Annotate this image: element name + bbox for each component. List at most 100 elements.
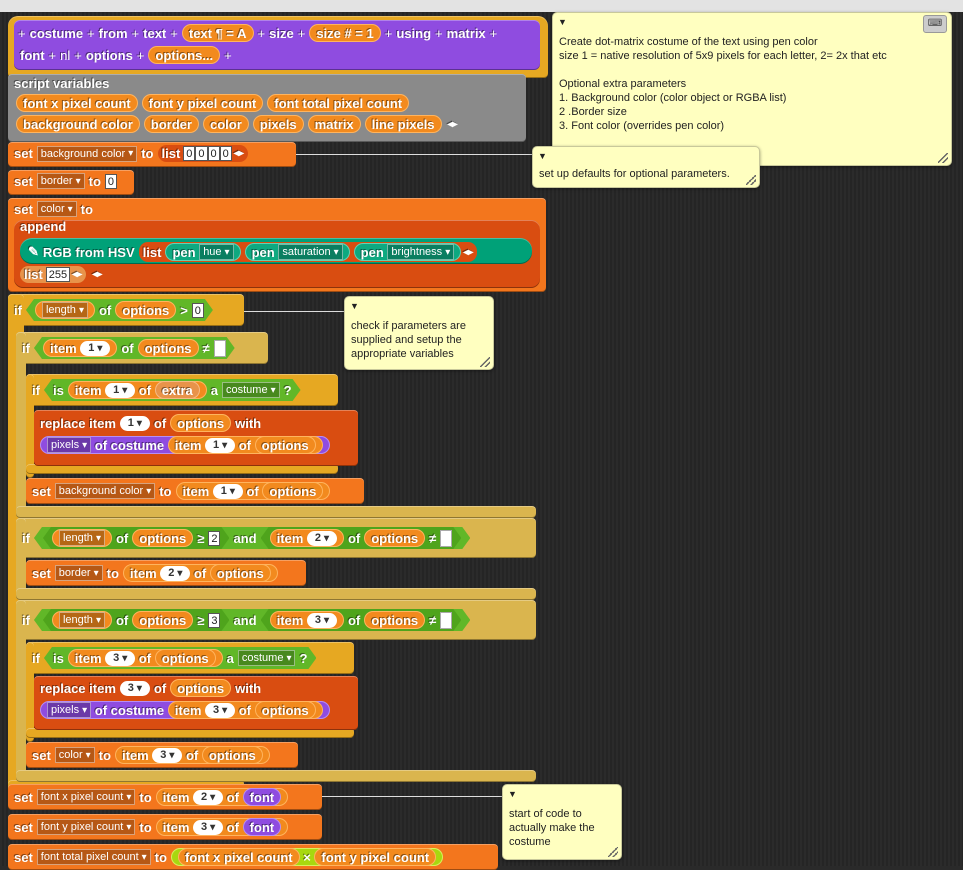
label-costume: costume [29, 25, 84, 41]
script-editor[interactable]: + costume + from + text + text ¶ = A + s… [0, 12, 963, 870]
plus-sign[interactable]: + [257, 25, 266, 41]
arrows-icon[interactable]: ◂▸ [447, 118, 458, 130]
param-size[interactable]: size # = 1 [309, 24, 381, 42]
comment-defaults[interactable]: ▼ set up defaults for optional parameter… [532, 146, 760, 188]
var-border[interactable]: border [143, 115, 199, 133]
var-matrix[interactable]: matrix [307, 115, 361, 133]
plus-sign[interactable]: + [170, 25, 178, 41]
label-size: size [269, 25, 294, 41]
arrows-icon[interactable]: ◂▸ [463, 246, 474, 258]
if-length3-row: if lengthofoptions≥3 and item 3ofoptions… [22, 609, 474, 631]
label-font: font [20, 47, 45, 63]
replace-item-3-row: replace item 3 of options with [40, 679, 265, 697]
var-dropdown[interactable]: border [36, 173, 85, 189]
and-predicate[interactable]: lengthofoptions≥2 and item 2ofoptions≠ [34, 527, 470, 549]
collapse-triangle-icon[interactable]: ▼ [558, 17, 567, 27]
pixels-of-costume-reporter[interactable]: pixels of costume item 3 of options [40, 701, 330, 719]
rgb-from-hsv-row: ✎ RGB from HSV list pen hue pen saturati… [28, 242, 481, 262]
arrows-icon[interactable]: ◂▸ [72, 269, 83, 280]
plus-sign[interactable]: + [489, 25, 498, 41]
custom-block-prototype[interactable] [14, 20, 540, 70]
var-dropdown[interactable]: color [36, 201, 77, 217]
plus-sign[interactable]: + [18, 25, 26, 41]
list-reporter[interactable]: list pen hue pen saturation pen brightne… [138, 242, 478, 262]
plus-sign[interactable]: + [297, 25, 306, 41]
comment-check[interactable]: ▼ check if parameters are supplied and s… [344, 296, 494, 370]
param-options[interactable]: options... [148, 46, 221, 64]
set-font-y-row: set font y pixel count to item 3 of font [14, 818, 292, 836]
pen-hue-reporter[interactable]: pen hue [165, 243, 241, 261]
label-from: from [98, 25, 128, 41]
prototype-row-1: + costume + from + text + text ¶ = A + s… [18, 24, 501, 42]
set-bgcolor-item1-row: set background color to item 1 of option… [32, 482, 334, 500]
set-border-item2-row: set border to item 2 of options [32, 564, 282, 582]
var-font-x-pixel-count[interactable]: font x pixel count [16, 94, 138, 112]
collapse-triangle-icon[interactable]: ▼ [508, 789, 517, 799]
arrows-icon[interactable]: ◂▸ [92, 269, 103, 280]
replace-item-1-row: replace item 1 of options with [40, 414, 265, 432]
var-color[interactable]: color [202, 115, 249, 133]
arrows-icon[interactable]: ◂▸ [233, 148, 244, 159]
plus-sign[interactable]: + [136, 47, 145, 63]
set-color-row: set color to [14, 201, 97, 217]
if-outer-row: if length of options > 0 [14, 299, 217, 321]
var-background-color[interactable]: background color [16, 115, 140, 133]
plus-sign[interactable]: + [74, 47, 82, 63]
resize-handle-icon[interactable] [746, 175, 756, 185]
top-bar [0, 0, 963, 12]
set-border-row: set border to 0 [14, 173, 121, 189]
script-variables-title: script variables [14, 76, 110, 91]
set-background-color-row: set background color to list 0 0 0 0 ◂▸ [14, 145, 252, 162]
var-font-total-pixel-count[interactable]: font total pixel count [267, 94, 410, 112]
multiply-reporter[interactable]: font x pixel count × font y pixel count [170, 848, 444, 866]
label-using: using [396, 25, 432, 41]
is-type-predicate[interactable]: is item 1 of extra a costume ? [44, 379, 301, 401]
and-predicate[interactable]: lengthofoptions≥3 and item 3ofoptions≠ [34, 609, 470, 631]
resize-handle-icon[interactable] [480, 357, 490, 367]
var-pixels[interactable]: pixels [252, 115, 304, 133]
if-is-costume-1-row: if is item 1 of extra a costume ? [32, 379, 305, 401]
plus-sign[interactable]: + [384, 25, 393, 41]
pen-brightness-reporter[interactable]: pen brightness [353, 243, 462, 261]
label-text: text [143, 25, 167, 41]
paintbrush-icon: ✎ [28, 244, 39, 259]
script-variables-row-1: font x pixel count font y pixel count fo… [16, 94, 413, 112]
set-color-item3-row: set color to item 3 of options [32, 746, 274, 764]
is-type-predicate[interactable]: is item 3 of options a costume ? [44, 647, 316, 669]
label-nl: nl [60, 47, 71, 63]
pen-saturation-reporter[interactable]: pen saturation [244, 243, 350, 261]
set-font-total-row: set font total pixel count to font x pix… [14, 848, 447, 866]
comment-start[interactable]: ▼ start of code to actually make the cos… [502, 784, 622, 860]
not-equal-predicate[interactable]: item 1 of options ≠ [34, 337, 235, 359]
plus-sign[interactable]: + [435, 25, 443, 41]
greater-than-predicate[interactable]: length of options > 0 [26, 299, 213, 321]
keyboard-icon[interactable]: ⌨ [923, 15, 947, 33]
collapse-triangle-icon[interactable]: ▼ [350, 301, 359, 311]
plus-sign[interactable]: + [224, 47, 232, 63]
set-font-x-row: set font x pixel count to item 2 of font [14, 788, 292, 806]
script-variables-row-2: background color border color pixels mat… [16, 115, 462, 133]
list-255-row: list 255 ◂▸ ◂▸ [20, 266, 106, 283]
var-font-y-pixel-count[interactable]: font y pixel count [141, 94, 264, 112]
var-dropdown[interactable]: background color [36, 145, 138, 162]
collapse-triangle-icon[interactable]: ▼ [538, 151, 547, 161]
comment-main[interactable]: ▼ ⌨ Create dot-matrix costume of the tex… [552, 12, 952, 166]
list-reporter[interactable]: list 255 ◂▸ [20, 266, 87, 283]
plus-sign[interactable]: + [48, 47, 57, 63]
if-item1-row: if item 1 of options ≠ [22, 337, 239, 359]
if-is-costume-3-row: if is item 3 of options a costume ? [32, 647, 320, 669]
pixels-of-costume-row: pixels of costume item 3 of options [40, 701, 334, 719]
label-options: options [85, 47, 133, 63]
if-length2-row: if lengthofoptions≥2 and item 2ofoptions… [22, 527, 474, 549]
prototype-row-2: font + nl + options + options... + [20, 46, 236, 64]
resize-handle-icon[interactable] [608, 847, 618, 857]
plus-sign[interactable]: + [131, 25, 140, 41]
pixels-of-costume-reporter[interactable]: pixels of costume item 1 of options [40, 436, 330, 454]
plus-sign[interactable]: + [87, 25, 95, 41]
resize-handle-icon[interactable] [938, 153, 948, 163]
param-text[interactable]: text ¶ = A [181, 24, 254, 42]
label-matrix: matrix [446, 25, 486, 41]
pixels-of-costume-row: pixels of costume item 1 of options [40, 436, 334, 454]
var-line-pixels[interactable]: line pixels [364, 115, 442, 133]
list-reporter[interactable]: list 0 0 0 0 ◂▸ [157, 145, 248, 162]
